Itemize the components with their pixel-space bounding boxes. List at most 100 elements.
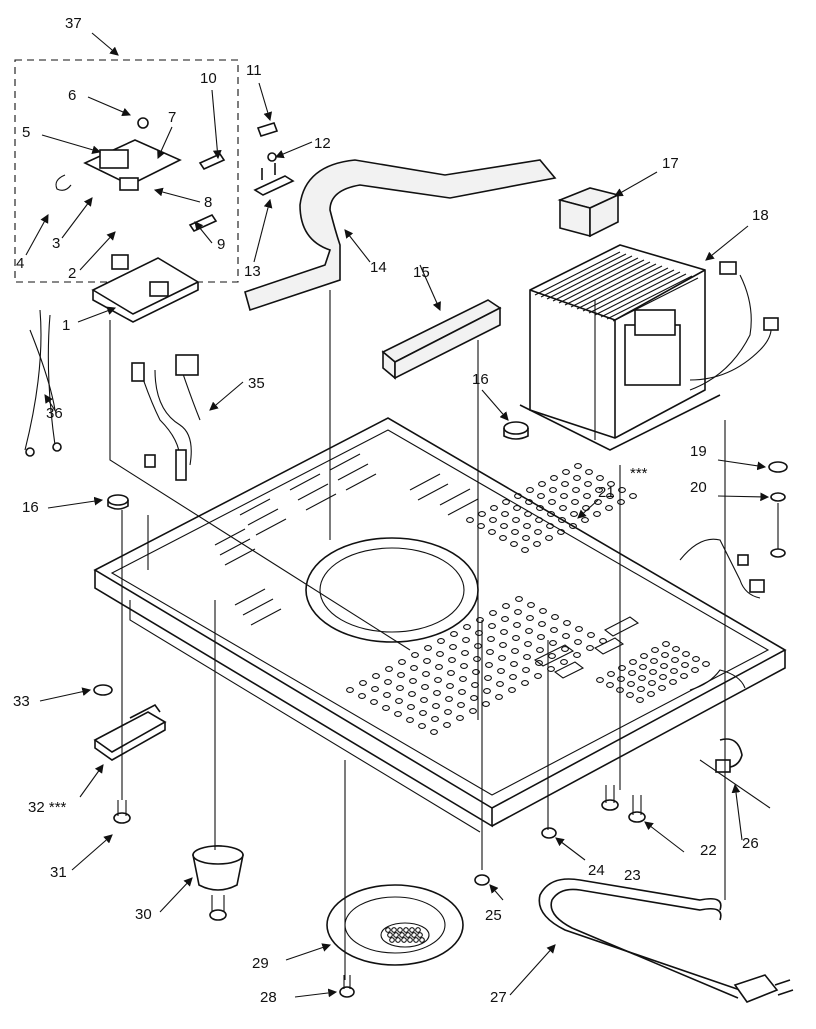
vent-hole bbox=[435, 664, 443, 670]
callout-c33: 33 bbox=[13, 693, 30, 710]
leader-arrow bbox=[644, 821, 685, 853]
vent-hole bbox=[449, 644, 457, 650]
vent-hole bbox=[662, 641, 670, 647]
vent-hole bbox=[508, 687, 516, 693]
vent-hole bbox=[629, 659, 637, 665]
vent-hole bbox=[395, 698, 403, 704]
vent-hole bbox=[524, 641, 532, 647]
vent-hole bbox=[650, 658, 658, 664]
vent-hole bbox=[447, 670, 455, 676]
filter-hole bbox=[395, 937, 401, 943]
vent-hole bbox=[487, 636, 495, 642]
leader-arrow bbox=[294, 988, 338, 998]
vent-hole bbox=[446, 683, 454, 689]
assembly-line bbox=[109, 320, 411, 651]
filter-hole bbox=[403, 927, 409, 933]
filter-hole bbox=[409, 927, 415, 933]
vent-hole bbox=[574, 639, 582, 645]
filter-hole bbox=[387, 932, 393, 938]
leader-arrow bbox=[41, 134, 102, 155]
transformer-fin bbox=[546, 255, 633, 300]
vent-hole bbox=[443, 722, 451, 728]
callout-c1: 1 bbox=[62, 317, 70, 334]
transformer-18 bbox=[519, 244, 779, 451]
vent-hole bbox=[570, 511, 578, 517]
leader-arrow bbox=[209, 381, 244, 411]
leader-arrow bbox=[731, 783, 743, 841]
vent-hole bbox=[476, 617, 484, 623]
vent-hole bbox=[466, 517, 474, 523]
vent-hole bbox=[512, 635, 520, 641]
vent-hole bbox=[510, 541, 518, 547]
vent-hole bbox=[498, 655, 506, 661]
callout-c8: 8 bbox=[204, 194, 212, 211]
vent-hole bbox=[522, 667, 530, 673]
vent-hole bbox=[618, 487, 626, 493]
vent-hole bbox=[396, 685, 404, 691]
leader-arrow bbox=[153, 187, 201, 203]
vent-hole bbox=[681, 662, 689, 668]
transformer-fin bbox=[540, 253, 627, 298]
vent-hole bbox=[636, 697, 644, 703]
callout-c24: 24 bbox=[588, 862, 605, 879]
vent-hole bbox=[535, 660, 543, 666]
vent-hole bbox=[463, 624, 471, 630]
vent-hole bbox=[526, 487, 534, 493]
vent-hole bbox=[561, 646, 569, 652]
callout-c5: 5 bbox=[22, 124, 30, 141]
vent-hole bbox=[523, 523, 531, 529]
callout-c4: 4 bbox=[16, 255, 24, 272]
callout-c19: 19 bbox=[690, 443, 707, 460]
screw-28 bbox=[339, 975, 355, 998]
callout-c35: 35 bbox=[248, 375, 265, 392]
vent-hole bbox=[586, 645, 594, 651]
vent-hole bbox=[550, 627, 558, 633]
filter-hole bbox=[399, 932, 405, 938]
transformer-fin bbox=[606, 275, 693, 320]
leader-arrow bbox=[253, 198, 273, 263]
vent-hole bbox=[672, 646, 680, 652]
leader-arrow bbox=[47, 496, 104, 509]
vent-hole bbox=[359, 680, 367, 686]
vent-hole bbox=[472, 669, 480, 675]
leader-arrow bbox=[44, 394, 57, 413]
leader-arrow bbox=[91, 32, 119, 56]
callout-c16b: 16 bbox=[22, 499, 39, 516]
vent-hole bbox=[511, 529, 519, 535]
wire-set-36 bbox=[24, 309, 62, 457]
leader-arrow bbox=[555, 837, 586, 861]
vent-hole bbox=[513, 505, 521, 511]
vent-hole bbox=[562, 469, 570, 475]
vent-hole bbox=[419, 710, 427, 716]
vent-hole bbox=[545, 535, 553, 541]
vent-hole bbox=[434, 677, 442, 683]
vent-hole bbox=[502, 603, 510, 609]
filter-hole bbox=[407, 937, 413, 943]
vent-hole bbox=[457, 702, 465, 708]
vent-hole bbox=[512, 517, 520, 523]
vent-hole bbox=[557, 529, 565, 535]
vent-hole bbox=[495, 694, 503, 700]
leader-arrow bbox=[614, 171, 658, 197]
vent-hole bbox=[548, 499, 556, 505]
vent-hole bbox=[458, 689, 466, 695]
transformer-fin bbox=[594, 271, 681, 316]
vent-hole bbox=[383, 692, 391, 698]
screw-25 bbox=[474, 874, 490, 886]
vent-hole bbox=[692, 656, 700, 662]
vent-hole bbox=[513, 622, 521, 628]
vent-hole bbox=[551, 614, 559, 620]
vent-hole bbox=[647, 691, 655, 697]
base-plate bbox=[93, 417, 787, 833]
vent-hole bbox=[671, 657, 679, 663]
callout-c27: 27 bbox=[490, 989, 507, 1006]
vent-holes bbox=[346, 463, 710, 735]
leader-arrow bbox=[87, 96, 132, 117]
vent-hole bbox=[433, 690, 441, 696]
vent-hole bbox=[486, 649, 494, 655]
callout-c17: 17 bbox=[662, 155, 679, 172]
filter-29 bbox=[326, 884, 464, 966]
vent-hole bbox=[489, 517, 497, 523]
